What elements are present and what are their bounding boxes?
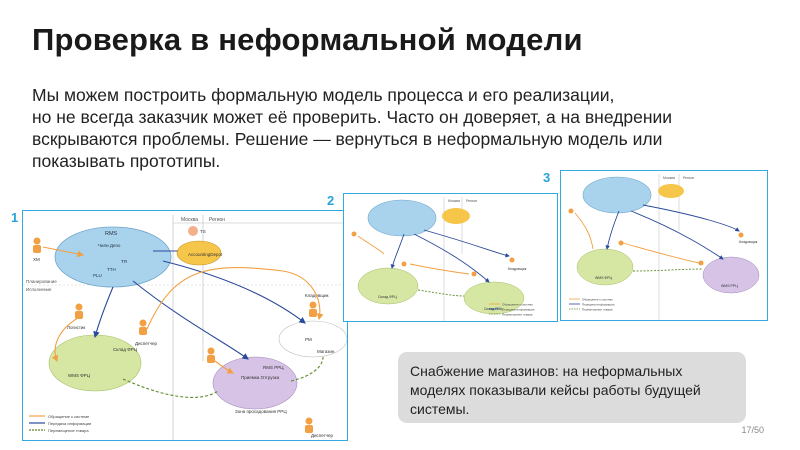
diagram-1: Москва Регион Планирование Исполнение RM… — [22, 210, 348, 441]
node-label: Магазин — [317, 349, 335, 354]
page-number: 17/50 — [741, 425, 764, 435]
side-label: Планирование — [26, 279, 57, 284]
side-label: Исполнение — [26, 287, 52, 292]
callout-line: Снабжение магазинов: на неформальных — [410, 363, 683, 379]
region-label: Москва — [448, 199, 460, 203]
diagram-3-drawing: Москва Регион WMS ФРЦ WMS РРЦ Кладовщик … — [568, 174, 760, 320]
diagram-2-number: 2 — [327, 193, 335, 208]
legend-item: Передача информации — [502, 308, 535, 312]
node-label: Логистик — [67, 325, 85, 330]
region-label: Регион — [683, 176, 694, 180]
slide-title: Проверка в неформальной модели — [32, 22, 583, 57]
node-label: PM — [305, 337, 312, 342]
node-label: ХМ — [33, 257, 40, 262]
node-label: RMS РРЦ — [263, 365, 284, 370]
hub-label: RMS — [105, 231, 118, 237]
node-label: Кладовщик — [508, 267, 527, 271]
purple-zone — [212, 356, 298, 410]
callout-line: моделях показывали кейсы работы будущей — [410, 382, 701, 398]
node-label: Зона просадования РРЦ — [235, 409, 287, 414]
hub-item: ТЯ — [121, 259, 127, 264]
node-label: Кладовщик — [739, 240, 758, 244]
legend-item: Перемещение товара — [48, 428, 89, 433]
region-label: Регион — [466, 199, 477, 203]
node-label: WMS ФРЦ — [595, 276, 613, 280]
body-line: Мы можем построить формальную модель про… — [32, 85, 615, 105]
diagram-3-number: 3 — [543, 170, 551, 185]
node-label: Диспетчер — [135, 341, 158, 346]
region-label: Москва — [663, 176, 675, 180]
region-label: Регион — [209, 217, 225, 223]
node-label: WMS ФРЦ — [68, 373, 91, 378]
region-label: Москва — [181, 217, 198, 223]
body-line: вскрываются проблемы. Решение — вернутьс… — [32, 129, 663, 149]
node-label: AccountingDepot — [188, 252, 223, 257]
diagram-1-drawing: Москва Регион Планирование Исполнение RM… — [23, 215, 347, 440]
legend-item: Перемещение товара — [502, 313, 533, 317]
body-line: но не всегда заказчик может её проверить… — [32, 107, 673, 127]
slide-body: Мы можем построить формальную модель про… — [32, 84, 772, 172]
node-label: Приемка Отгрузка — [241, 375, 280, 380]
legend-item: Перемещение товара — [582, 308, 613, 312]
callout-line: системы. — [410, 401, 470, 417]
node-label: Склад ФРЦ — [113, 347, 138, 352]
diagram-2: Москва Регион Склад ФРЦ Склад РРЦ Кладов… — [343, 193, 558, 322]
diagram-2-drawing: Москва Регион Склад ФРЦ Склад РРЦ Кладов… — [351, 197, 535, 321]
legend-item: Обращение к системе — [582, 298, 613, 302]
node-label: Склад ФРЦ — [378, 295, 397, 299]
hub-item: Чили Депо — [98, 243, 121, 248]
diagram-3: Москва Регион WMS ФРЦ WMS РРЦ Кладовщик … — [560, 170, 768, 321]
legend-item: Передача информации — [582, 303, 615, 307]
body-line: показывать прототипы. — [32, 151, 221, 171]
callout-box: Снабжение магазинов: на неформальных мод… — [398, 352, 746, 423]
legend-item: Обращение к системе — [48, 414, 90, 419]
green-zone — [48, 334, 142, 392]
hub-item: ТТН — [107, 267, 116, 272]
legend-item: Обращение к системе — [502, 303, 533, 307]
legend-item: Передача информации — [48, 421, 91, 426]
hub-item: PLU — [93, 273, 102, 278]
node-label: WMS РРЦ — [721, 284, 738, 288]
node-label: TS — [200, 229, 206, 234]
diagram-1-number: 1 — [11, 210, 19, 225]
node-label: Диспетчер — [311, 433, 334, 438]
